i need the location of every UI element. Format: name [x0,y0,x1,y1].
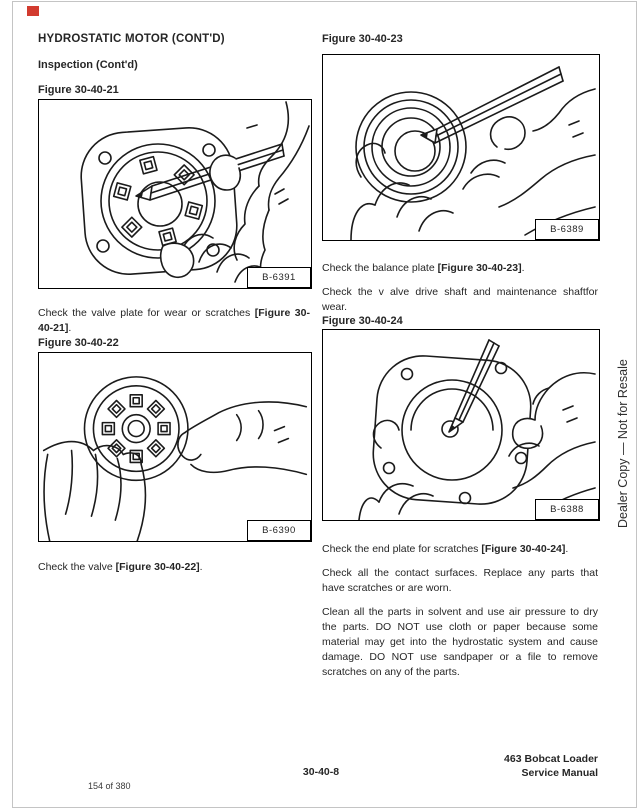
figure-box-30-40-21: B-6391 [38,99,312,289]
valve-plate-drawing [80,127,238,275]
end-plate-drawing [372,355,532,505]
footer-page-counter: 154 of 380 [88,781,131,791]
figure-reference: [Figure 30-40-23] [437,261,522,274]
text-segment: . [68,321,72,334]
section-heading: HYDROSTATIC MOTOR (CONT'D) [38,33,225,45]
text-segment: Check the end plate for scratches [322,542,482,555]
figure-tag: B-6389 [535,219,599,240]
figure-box-30-40-23: B-6389 [322,54,600,241]
figure-30-40-22-illustration [42,376,308,541]
text-segment: . [521,261,525,274]
paragraph-valve: Check the valve [Figure 30-40-22]. [38,560,310,575]
paragraph-cleaning: Clean all the parts in solvent and use a… [322,605,598,678]
paragraph-balance-plate: Check the balance plate [Figure 30-40-23… [322,261,598,276]
figure-reference: [Figure 30-40-24] [481,542,566,555]
balance-plate-drawing [355,91,467,203]
figure-tag: B-6391 [247,267,311,288]
hands-drawing [42,401,308,541]
red-annotation-marker [27,6,39,16]
hands-drawing [358,372,596,520]
paragraph-contact-surfaces: Check all the contact surfaces. Replace … [322,566,598,594]
figure-label-30-40-24: Figure 30-40-24 [322,315,403,327]
pencil-drawing [448,339,500,433]
pencil-drawing [420,66,564,144]
footer-manual-line1: 463 Bobcat Loader [504,753,598,765]
figure-label-30-40-23: Figure 30-40-23 [322,33,403,45]
footer-manual-line2: Service Manual [521,767,598,779]
figure-box-30-40-24: B-6388 [322,329,600,521]
figure-label-30-40-22: Figure 30-40-22 [38,337,119,349]
figure-tag: B-6390 [247,520,311,541]
hands-drawing [350,88,596,240]
figure-reference: [Figure 30-40-22] [115,560,200,573]
figure-box-30-40-22: B-6390 [38,352,312,542]
figure-label-30-40-21: Figure 30-40-21 [38,84,119,96]
text-segment: . [565,542,569,555]
footer-page-code: 30-40-8 [302,766,340,778]
figure-30-40-24-illustration [358,339,596,520]
text-segment: Check the valve [38,560,116,573]
dealer-copy-watermark: Dealer Copy — Not for Resale [616,359,630,528]
subsection-heading: Inspection (Cont'd) [38,59,138,71]
figure-30-40-23-illustration [350,66,596,240]
text-segment: Check the valve plate for wear or scratc… [38,306,255,319]
valve-gear-drawing [83,376,189,482]
figure-30-40-21-illustration [80,101,310,285]
paragraph-end-plate: Check the end plate for scratches [Figur… [322,542,598,557]
hands-drawing [159,101,310,285]
figure-tag: B-6388 [535,499,599,520]
text-segment: . [199,560,203,573]
footer-manual-title: 463 Bobcat Loader Service Manual [504,752,598,780]
figure-reference: [Figure 30-40-21] [38,306,310,334]
text-segment: Check the balance plate [322,261,438,274]
paragraph-valve-plate: Check the valve plate for wear or scratc… [38,306,310,336]
paragraph-drive-shaft: Check the v alve drive shaft and mainten… [322,285,598,313]
